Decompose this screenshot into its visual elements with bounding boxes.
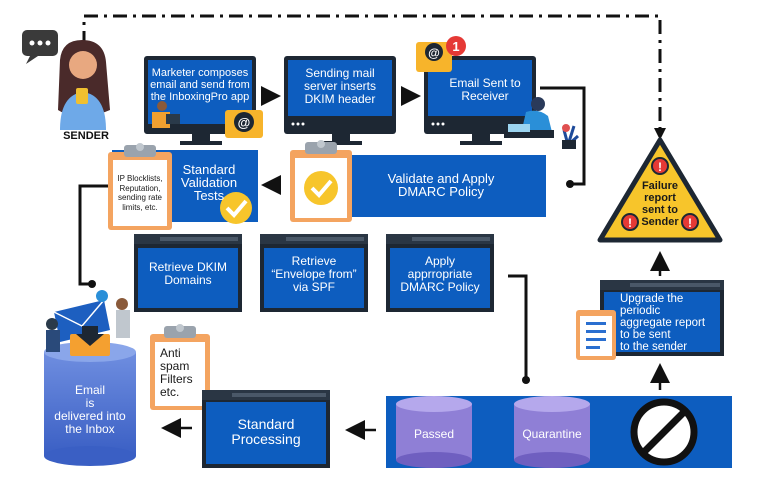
anti-spam-label: Anti spam Filters etc. <box>160 346 193 399</box>
sent-step-label: Email Sent to Receiver <box>449 76 521 103</box>
svg-text:@: @ <box>428 46 440 60</box>
inbox-illustration <box>46 290 130 356</box>
apply-dmarc-window <box>386 234 494 312</box>
report-document-icon <box>576 310 616 360</box>
passed-cylinder <box>396 396 472 468</box>
dkim-monitor <box>284 56 396 145</box>
passed-label: Passed <box>413 426 455 441</box>
connector-apply-to-results <box>508 274 530 384</box>
dmarc-clipboard <box>290 140 352 222</box>
sender-label: SENDER <box>63 130 109 142</box>
retrieve-dkim-window <box>134 234 242 312</box>
standard-validation-label: Standard Validation Tests <box>180 161 238 203</box>
sent-monitor <box>424 56 536 145</box>
retrieve-spf-window <box>260 234 368 312</box>
reject-icon <box>630 398 698 466</box>
failure-report-warning: ! ! ! <box>597 137 723 243</box>
receiver-person-icon <box>504 97 554 138</box>
marketer-icon <box>152 101 180 128</box>
notification-badge: 1 <box>446 36 466 56</box>
sender-avatar <box>22 30 110 130</box>
dmarc-validate-label: Validate and Apply DMARC Policy <box>387 171 495 199</box>
validation-checks-label: IP Blocklists, Reputation, sending rate … <box>117 174 163 212</box>
aggregate-report-label: Upgrade the periodic aggregate report to… <box>620 293 706 353</box>
standard-processing-label: Standard Processing <box>231 416 301 447</box>
validation-check-icon <box>220 192 252 224</box>
return-path-line <box>82 14 666 140</box>
connector-sent-to-dmarc <box>540 86 586 188</box>
svg-text:!: ! <box>658 160 662 174</box>
quarantine-label: Quarantine <box>522 426 582 441</box>
anti-spam-clipboard <box>150 324 210 410</box>
connector-validation-to-inbox <box>78 184 108 288</box>
aggregate-report-window <box>600 280 724 356</box>
compose-step-label: Marketer composes email and send from th… <box>150 67 250 103</box>
dkim-insert-step-label: Sending mail server inserts DKIM header <box>303 65 377 106</box>
svg-text:!: ! <box>688 216 692 230</box>
svg-text:@: @ <box>238 115 251 130</box>
apply-dmarc-label: Apply apprropriate DMARC Policy <box>400 253 480 294</box>
plant-icon <box>562 124 580 149</box>
inbox-envelope-icon: @ <box>416 42 452 72</box>
quarantine-cylinder <box>514 396 590 468</box>
retrieve-spf-label: Retrieve “Envelope from” via SPF <box>271 253 357 294</box>
svg-text:!: ! <box>628 216 632 230</box>
retrieve-dkim-label: Retrieve DKIM Domains <box>148 260 228 287</box>
mail-envelope-icon: @ <box>225 110 263 138</box>
failure-report-label: Failure report sent to Sender <box>641 180 679 228</box>
standard-processing-window <box>202 390 330 468</box>
inbox-label: Email is delivered into the Inbox <box>54 383 126 436</box>
validation-clipboard <box>108 143 172 230</box>
